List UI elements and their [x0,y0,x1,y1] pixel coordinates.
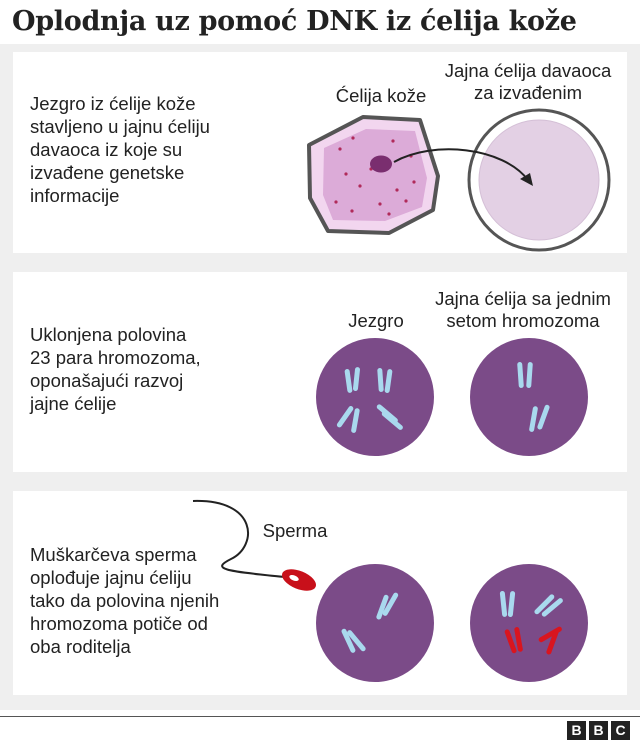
step-2-illustration [316,338,588,456]
arrow-head [520,173,533,186]
sperm-cell [192,499,317,591]
step-2-panel: Uklonjena polovina 23 para hromozoma, op… [13,272,627,472]
egg-cell-before-fertilization [316,564,434,682]
infographic-title: Oplodnja uz pomoć DNK iz ćelija kože [12,6,577,37]
egg-cell-half [470,338,588,456]
donor-egg-cell [467,108,611,252]
step-3-description: Muškarčeva sperma oplođuje jajnu ćeliju … [30,544,220,657]
skin-cell [307,115,440,235]
step-1-panel: Jezgro iz ćelije kože stavljeno u jajnu … [13,52,627,253]
step-2-description: Uklonjena polovina 23 para hromozoma, op… [30,324,201,414]
footer-divider [0,716,640,717]
donor-egg-label: Jajna ćelija davaoca za izvađenim [444,60,612,103]
nucleus-shape [370,155,392,173]
skin-cell-label: Ćelija kože [335,85,427,106]
step-3-panel: Muškarčeva sperma oplođuje jajnu ćeliju … [13,491,627,695]
step-1-illustration [307,108,611,252]
fertilized-egg-cell [470,564,588,682]
transfer-arrow [393,148,529,181]
step-1-description: Jezgro iz ćelije kože stavljeno u jajnu … [30,93,210,206]
egg-single-set-label: Jajna ćelija sa jednim setom hromozoma [435,288,611,331]
bbc-logo: B B C [567,721,630,740]
nucleus-cell [316,338,434,456]
step-3-illustration [192,499,588,682]
sperm-label: Sperma [262,520,328,541]
nucleus-label: Jezgro [348,310,404,331]
